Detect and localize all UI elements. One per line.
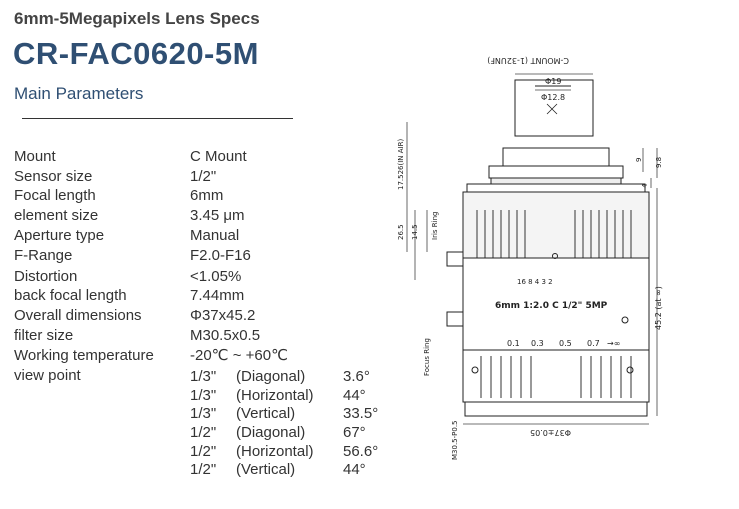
cmount-label: C-MOUNT (1-32UNF) — [487, 56, 569, 65]
view-point-angle: 44° — [343, 461, 366, 478]
d14-5-label: 14.5 — [411, 224, 419, 240]
focus-scale-0: 0.1 — [507, 339, 520, 348]
phi37-label: Φ37±0.05 — [530, 428, 571, 437]
d26-5-label: 26.5 — [397, 224, 405, 240]
focus-scale-2: 0.5 — [559, 339, 572, 348]
d4-label: 4 — [641, 183, 649, 188]
d45-label: 45.2 (at ∞) — [654, 286, 663, 330]
param-label: view point — [14, 367, 81, 384]
phi12-8-label: Φ12.8 — [541, 93, 565, 102]
view-point-angle: 3.6° — [343, 368, 370, 385]
param-label: back focal length — [14, 287, 127, 304]
d9-8-label: 9.8 — [655, 157, 663, 168]
view-point-orientation: (Diagonal) — [236, 424, 306, 441]
param-label: element size — [14, 207, 99, 224]
view-point-sensor: 1/3" — [190, 368, 217, 385]
param-value: Manual — [190, 227, 240, 244]
lens-label: 6mm 1:2.0 C 1/2" 5MP — [495, 301, 608, 311]
view-point-sensor: 1/2" — [190, 443, 217, 460]
param-label: F-Range — [14, 247, 73, 264]
view-point-sensor: 1/3" — [190, 405, 217, 422]
view-point-angle: 56.6° — [343, 443, 379, 460]
param-value: -20℃ ~ +60℃ — [190, 347, 288, 364]
iris-ring-label: Iris Ring — [431, 212, 439, 240]
focus-ring-label: Focus Ring — [423, 338, 431, 376]
param-label: Working temperature — [14, 347, 154, 364]
param-value: C Mount — [190, 148, 247, 165]
section-title: Main Parameters — [14, 84, 144, 103]
focus-scale-4: →∞ — [607, 339, 620, 348]
param-value: M30.5x0.5 — [190, 327, 261, 344]
param-value: 7.44mm — [190, 287, 245, 304]
d17-label: 17.526(IN AIR) — [397, 139, 405, 190]
param-value: 6mm — [190, 187, 224, 204]
param-label: Sensor size — [14, 168, 93, 185]
phi19-label: Φ19 — [545, 77, 561, 86]
d9-label: 9 — [635, 158, 643, 162]
view-point-angle: 67° — [343, 424, 366, 441]
aperture-scale: 16 8 4 3 2 — [517, 278, 553, 286]
param-value: Φ37x45.2 — [190, 307, 256, 324]
focus-scale-1: 0.3 — [531, 339, 544, 348]
param-label: Focal length — [14, 187, 96, 204]
view-point-orientation: (Diagonal) — [236, 368, 306, 385]
param-value: F2.0-F16 — [190, 247, 251, 264]
param-value: <1.05% — [190, 268, 242, 285]
view-point-sensor: 1/2" — [190, 424, 217, 441]
param-label: Mount — [14, 148, 56, 165]
param-label: Distortion — [14, 268, 78, 285]
param-value: 3.45 μm — [190, 207, 245, 224]
model-title: CR-FAC0620-5M — [13, 36, 259, 71]
view-point-orientation: (Vertical) — [236, 461, 296, 478]
focus-scale-3: 0.7 — [587, 339, 600, 348]
param-label: filter size — [14, 327, 74, 344]
lens-drawing: C-MOUNT (1-32UNF) Φ19 Φ12.8 17.526(IN AI… — [397, 56, 663, 460]
view-point-sensor: 1/2" — [190, 461, 217, 478]
view-point-orientation: (Horizontal) — [236, 387, 314, 404]
view-point-orientation: (Horizontal) — [236, 443, 314, 460]
divider — [22, 118, 293, 119]
view-point-orientation: (Vertical) — [236, 405, 296, 422]
param-value: 1/2" — [190, 168, 217, 185]
view-point-angle: 44° — [343, 387, 366, 404]
view-point-sensor: 1/3" — [190, 387, 217, 404]
view-point-angle: 33.5° — [343, 405, 379, 422]
param-label: Overall dimensions — [14, 307, 142, 324]
page-subtitle: 6mm-5Megapixels Lens Specs — [14, 9, 260, 28]
m30-5-label: M30.5-P0.5 — [451, 420, 459, 460]
param-label: Aperture type — [14, 227, 105, 244]
